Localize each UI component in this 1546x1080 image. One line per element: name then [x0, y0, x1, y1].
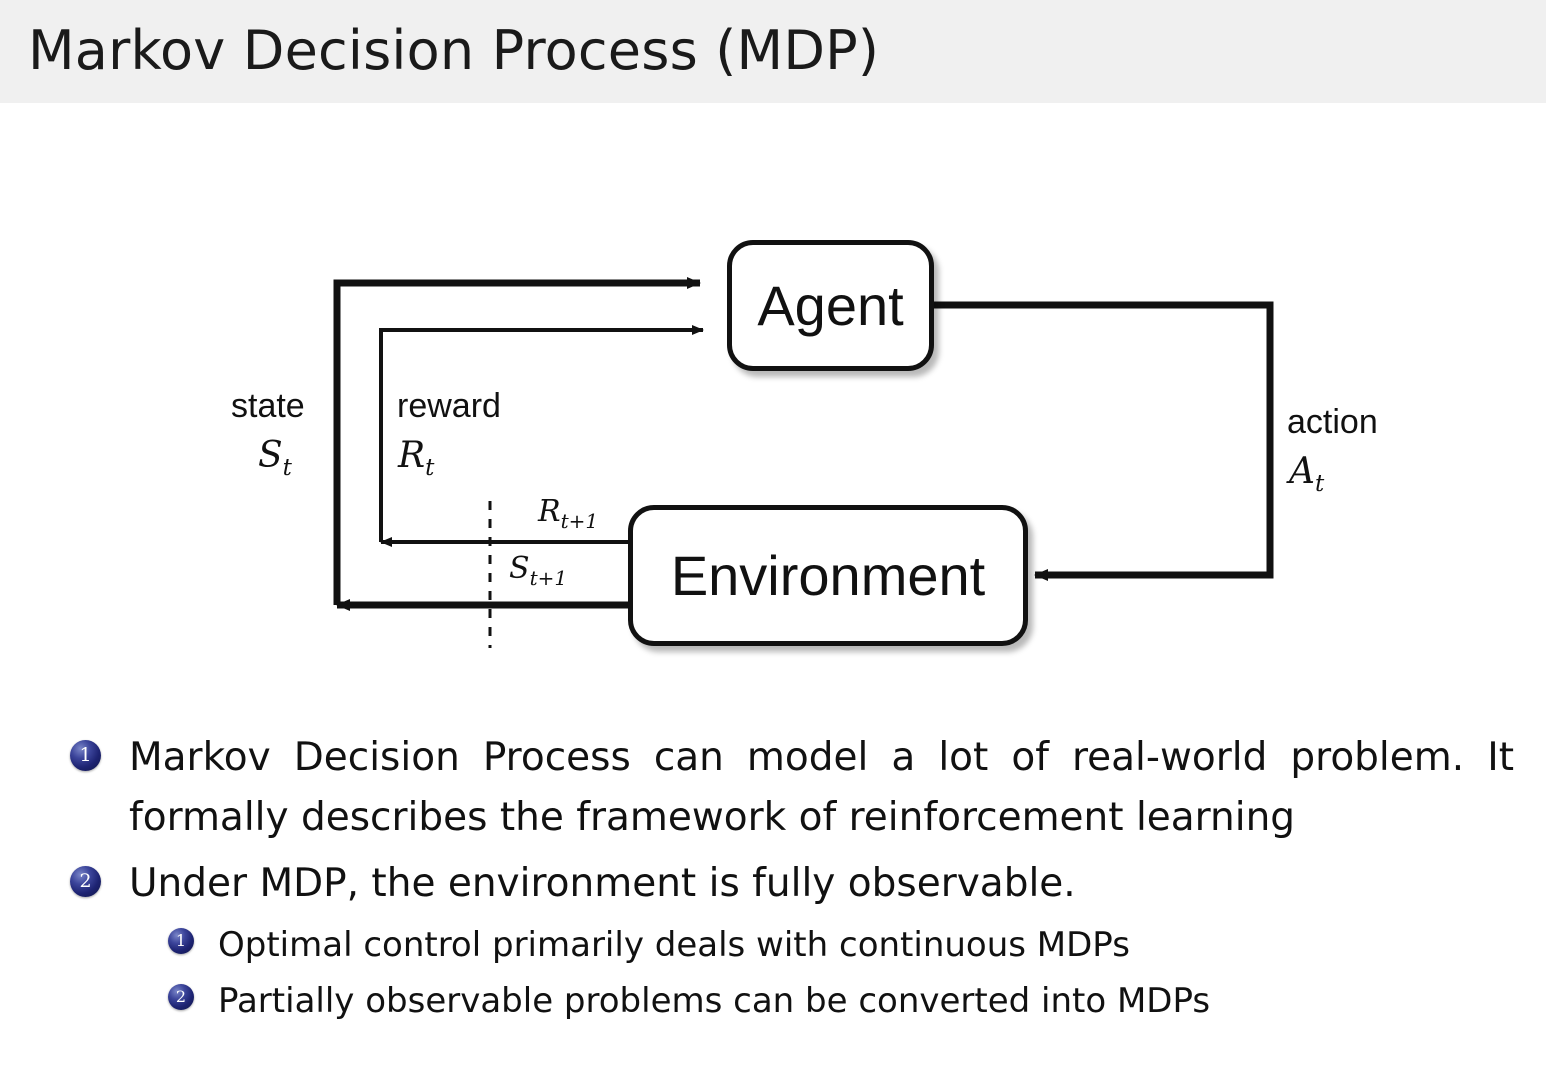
reward-next-symbol: R — [538, 494, 561, 529]
environment-node[interactable]: Environment — [628, 505, 1028, 646]
agent-node[interactable]: Agent — [727, 240, 934, 371]
agent-environment-diagram: Agent Environment state St reward Rt act… — [0, 103, 1546, 713]
reward-next-subscript: t+1 — [560, 509, 599, 533]
state-label: state — [231, 387, 305, 425]
bullet-number-badge: 2 — [70, 866, 101, 897]
state-symbol: S — [258, 435, 283, 476]
diagram-lines-svg — [333, 277, 1274, 648]
edge-reward-loop — [379, 325, 704, 542]
action-subscript: t — [1315, 471, 1325, 498]
list-item: 2 Under MDP, the environment is fully ob… — [70, 854, 1546, 914]
action-symbol: A — [1289, 451, 1315, 492]
list-item-text: Under MDP, the environment is fully obse… — [129, 861, 1076, 906]
sub-bullet-number-badge: 1 — [168, 928, 194, 954]
list-item: 1 Markov Decision Process can model a lo… — [70, 728, 1546, 848]
environment-node-label: Environment — [670, 543, 986, 607]
reward-symbol: R — [398, 435, 426, 476]
edge-action-loop — [934, 301, 1274, 581]
sub-bullet-number-badge: 2 — [168, 984, 194, 1010]
bullet-number-badge: 1 — [70, 740, 101, 771]
sub-list-item-text: Partially observable problems can be con… — [218, 981, 1211, 1021]
list-item-text: Markov Decision Process can model a lot … — [129, 735, 1514, 840]
bullet-list: 1 Markov Decision Process can model a lo… — [0, 728, 1546, 1028]
sub-bullet-list: 1 Optimal control primarily deals with c… — [168, 918, 1546, 1028]
edge-state-loop — [333, 277, 701, 605]
state-next-subscript: t+1 — [529, 566, 568, 590]
reward-symbol-label: Rt — [398, 437, 434, 487]
action-label: action — [1287, 403, 1378, 441]
state-symbol-label: St — [258, 437, 292, 487]
page-title: Markov Decision Process (MDP) — [28, 19, 880, 82]
action-symbol-label: At — [1289, 453, 1324, 503]
reward-label: reward — [397, 387, 501, 425]
state-next-symbol-label: St+1 — [509, 553, 567, 594]
slide-header-bar: Markov Decision Process (MDP) — [0, 0, 1546, 103]
reward-subscript: t — [425, 455, 435, 482]
state-subscript: t — [282, 455, 292, 482]
agent-node-label: Agent — [757, 273, 904, 337]
sub-list-item: 2 Partially observable problems can be c… — [168, 974, 1546, 1028]
reward-next-symbol-label: Rt+1 — [538, 496, 598, 537]
sub-list-item-text: Optimal control primarily deals with con… — [218, 925, 1130, 965]
state-next-symbol: S — [509, 551, 530, 586]
sub-list-item: 1 Optimal control primarily deals with c… — [168, 918, 1546, 972]
